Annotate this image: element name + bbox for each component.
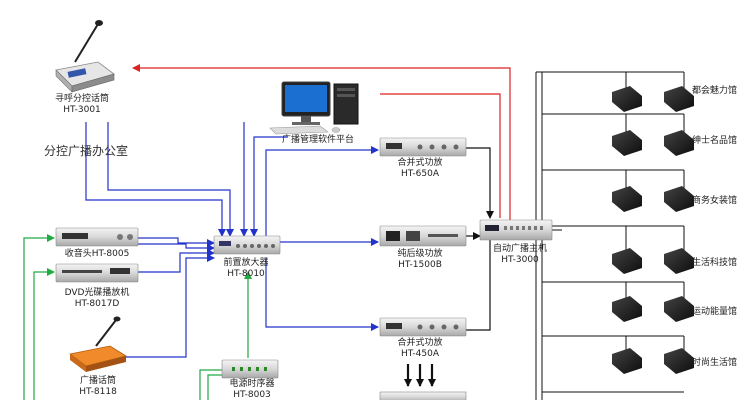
broadcast-mic-model: HT-8118 bbox=[79, 387, 117, 397]
dvd-name: DVD光碟播放机 bbox=[64, 288, 130, 298]
paging-mic-model: HT-3001 bbox=[63, 105, 101, 115]
host-device bbox=[479, 219, 553, 241]
tuner-device bbox=[55, 227, 139, 247]
host-name: 自动广播主机 bbox=[492, 244, 548, 254]
speaker-zone-2 bbox=[612, 130, 694, 156]
red-feedback-line bbox=[132, 64, 511, 222]
broadcast-mic-label: 广播话筒 HT-8118 bbox=[79, 376, 117, 398]
zone-label-3: 商务女装馆 bbox=[692, 196, 738, 206]
broadcast-mic-name: 广播话筒 bbox=[79, 376, 116, 386]
amp-1500-label: 纯后级功放 HT-1500B bbox=[397, 249, 442, 271]
amp-1500-name: 纯后级功放 bbox=[397, 249, 443, 259]
dvd-player-device bbox=[55, 263, 139, 283]
zone-label-6: 时尚生活馆 bbox=[692, 358, 738, 368]
amp450-down-arrows bbox=[404, 364, 436, 387]
green-power-lines bbox=[23, 234, 252, 400]
zone-label-4: 生活科技馆 bbox=[692, 258, 738, 268]
software-label: 广播管理软件平台 bbox=[282, 135, 355, 145]
zone-label-1: 都会魅力馆 bbox=[692, 86, 738, 96]
speaker-zone-6 bbox=[612, 348, 694, 374]
dvd-model: HT-8017D bbox=[74, 299, 120, 309]
amp-450-name: 合并式功放 bbox=[397, 338, 443, 348]
bottom-partial-device bbox=[379, 391, 467, 400]
office-label: 分控广播办公室 bbox=[44, 144, 129, 158]
amp-650-device bbox=[379, 137, 467, 157]
black-output-lines bbox=[466, 147, 494, 331]
broadcast-mic-device bbox=[69, 316, 128, 372]
preamp-name: 前置放大器 bbox=[223, 258, 269, 268]
sequencer-label: 电源时序器 HT-8003 bbox=[229, 379, 274, 401]
tuner-label: 收音头HT-8005 bbox=[64, 249, 130, 259]
amp-1500-device bbox=[379, 225, 467, 247]
zone-label-2: 绅士名品馆 bbox=[692, 136, 738, 146]
blue-signal-lines bbox=[85, 122, 379, 358]
preamp-model: HT-8010 bbox=[227, 269, 265, 279]
sequencer-name: 电源时序器 bbox=[229, 379, 275, 389]
host-label: 自动广播主机 HT-3000 bbox=[493, 244, 547, 266]
amp-450-label: 合并式功放 HT-450A bbox=[397, 338, 442, 360]
zone-bus-lines bbox=[535, 71, 685, 400]
zone-speakers bbox=[612, 86, 694, 374]
zone-label-5: 运动能量馆 bbox=[692, 307, 738, 317]
amp-450-device bbox=[379, 317, 467, 337]
host-model: HT-3000 bbox=[501, 255, 539, 265]
amp-1500-model: HT-1500B bbox=[398, 260, 442, 270]
amp-450-model: HT-450A bbox=[400, 349, 440, 359]
amp-650-name: 合并式功放 bbox=[397, 158, 443, 168]
amp-650-model: HT-650A bbox=[400, 169, 440, 179]
sequencer-model: HT-8003 bbox=[233, 390, 271, 400]
paging-mic-label: 寻呼分控话筒 HT-3001 bbox=[55, 94, 109, 116]
speaker-zone-5 bbox=[612, 296, 694, 322]
preamp-device bbox=[213, 235, 281, 255]
speaker-zone-1 bbox=[612, 86, 694, 112]
paging-mic-name: 寻呼分控话筒 bbox=[54, 94, 110, 104]
amp-650-label: 合并式功放 HT-650A bbox=[397, 158, 442, 180]
sequencer-device bbox=[221, 359, 279, 379]
preamp-label: 前置放大器 HT-8010 bbox=[223, 258, 268, 280]
speaker-zone-4 bbox=[612, 248, 694, 274]
dvd-label: DVD光碟播放机 HT-8017D bbox=[65, 288, 130, 310]
paging-mic-device bbox=[55, 20, 115, 93]
speaker-zone-3 bbox=[612, 186, 694, 212]
management-pc-device bbox=[269, 81, 359, 135]
